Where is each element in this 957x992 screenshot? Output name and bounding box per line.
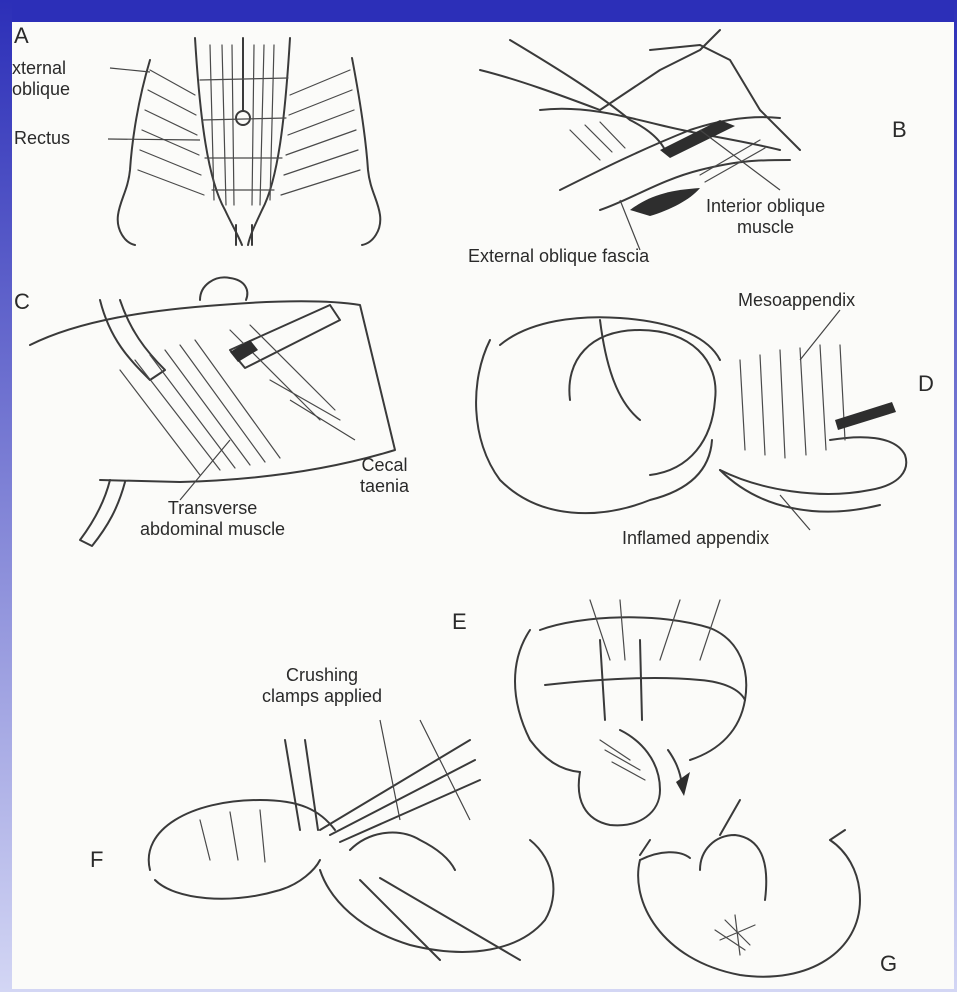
- panel-letter-e: E: [452, 610, 467, 634]
- label-external-oblique: xternal oblique: [12, 58, 70, 100]
- panel-letter-f: F: [90, 848, 103, 872]
- label-inflamed-appendix: Inflamed appendix: [622, 528, 769, 549]
- label-interior-oblique: Interior oblique muscle: [706, 196, 825, 238]
- label-mesoappendix: Mesoappendix: [738, 290, 855, 311]
- label-cecal-taenia: Cecal taenia: [360, 455, 409, 497]
- panel-d-drawing: [476, 310, 906, 530]
- panel-letter-d: D: [918, 372, 934, 396]
- panel-f-drawing: [149, 720, 554, 960]
- panel-letter-g: G: [880, 952, 897, 976]
- panel-letter-c: C: [14, 290, 30, 314]
- panel-g-drawing: [638, 800, 860, 977]
- panel-e-drawing: [515, 600, 746, 825]
- panel-letter-a: A: [14, 24, 29, 48]
- panel-letter-b: B: [892, 118, 907, 142]
- label-transverse-abdominal-muscle: Transverse abdominal muscle: [140, 498, 285, 540]
- panel-a-drawing: [108, 38, 380, 245]
- label-external-oblique-fascia: External oblique fascia: [468, 246, 649, 267]
- label-crushing-clamps: Crushing clamps applied: [262, 665, 382, 707]
- label-rectus: Rectus: [14, 128, 70, 149]
